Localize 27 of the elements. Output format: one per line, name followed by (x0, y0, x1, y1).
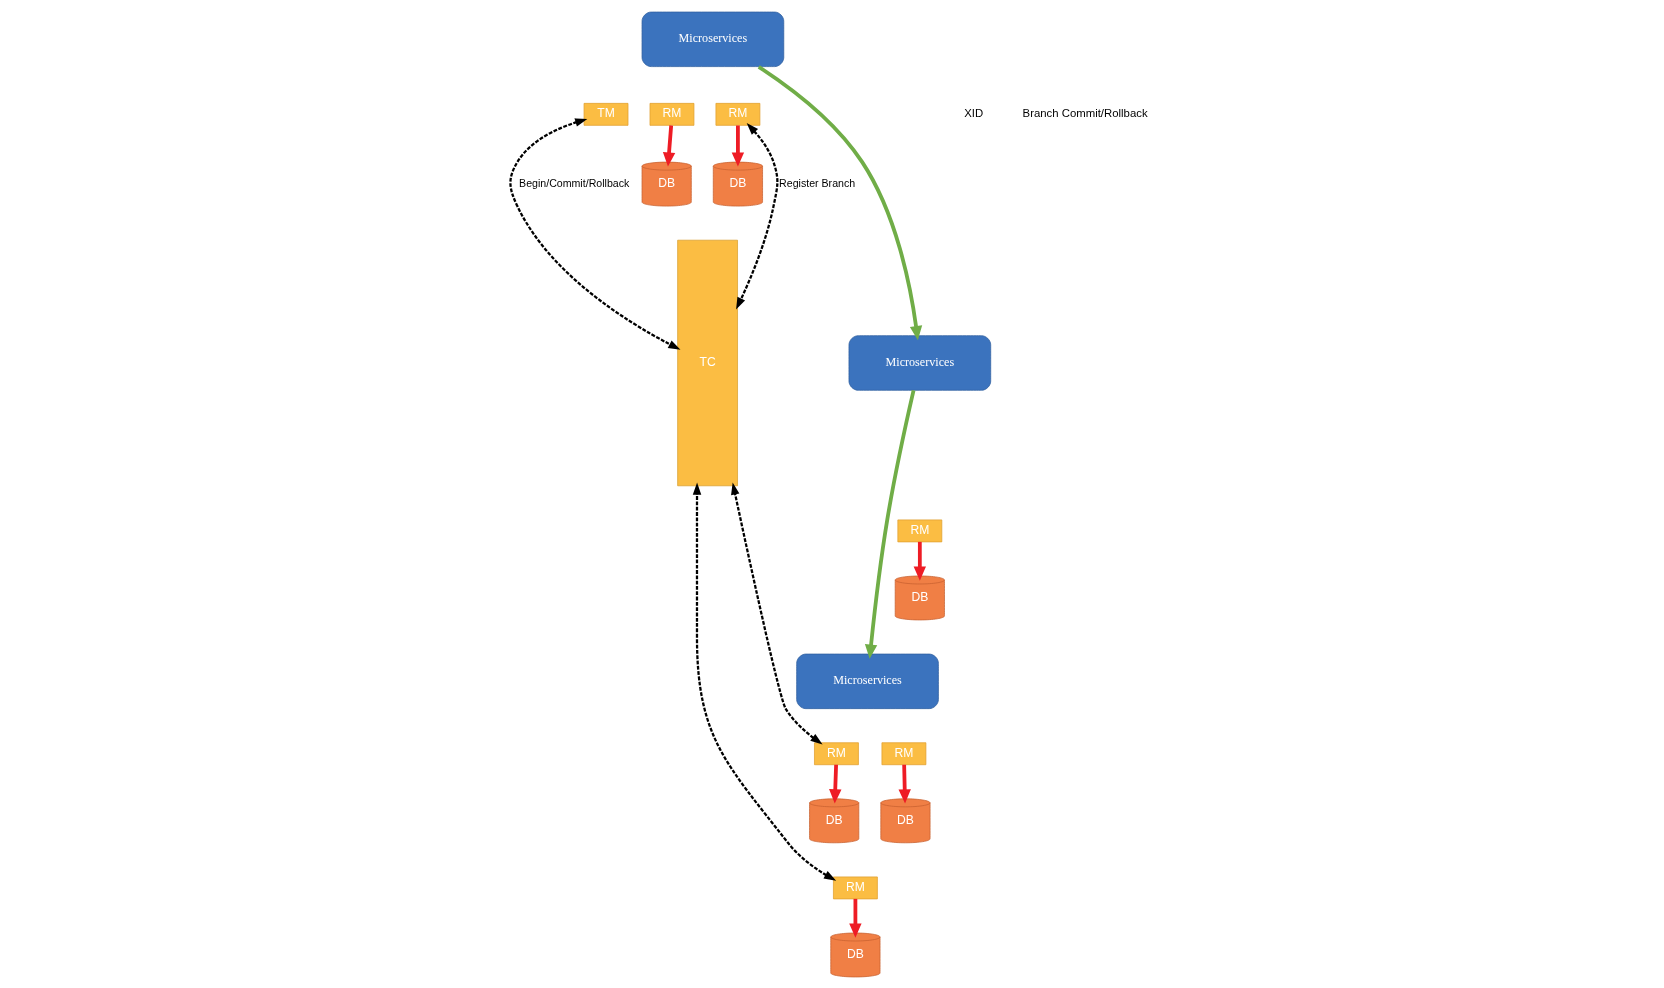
arrow (731, 482, 823, 745)
edge-label: Begin/Commit/Rollback (519, 176, 630, 189)
arrow (736, 122, 779, 310)
node-box: RM (814, 741, 859, 765)
arrow (757, 64, 923, 340)
arrow (692, 482, 837, 881)
label: XID (964, 106, 984, 119)
node-box: Microservices (641, 11, 785, 67)
node-box: TM (583, 102, 629, 126)
arrow (731, 125, 745, 167)
node-box: RM (649, 102, 695, 126)
arrow (509, 117, 681, 350)
arrow (913, 541, 927, 581)
node-box: RM (715, 102, 761, 126)
node-box: Microservices (796, 653, 939, 709)
node-box: RM (881, 741, 927, 765)
node-box: RM (897, 519, 943, 542)
node-box: RM (833, 876, 878, 899)
arrow (898, 764, 911, 803)
edge-label: Register Branch (779, 176, 856, 189)
node-box: Microservices (848, 334, 992, 391)
arrow (829, 764, 842, 803)
label: Branch Commit/Rollback (1022, 106, 1148, 119)
node-box: TC (677, 239, 738, 486)
arrow (864, 389, 916, 659)
arrow (662, 124, 676, 167)
arrow (849, 898, 862, 938)
